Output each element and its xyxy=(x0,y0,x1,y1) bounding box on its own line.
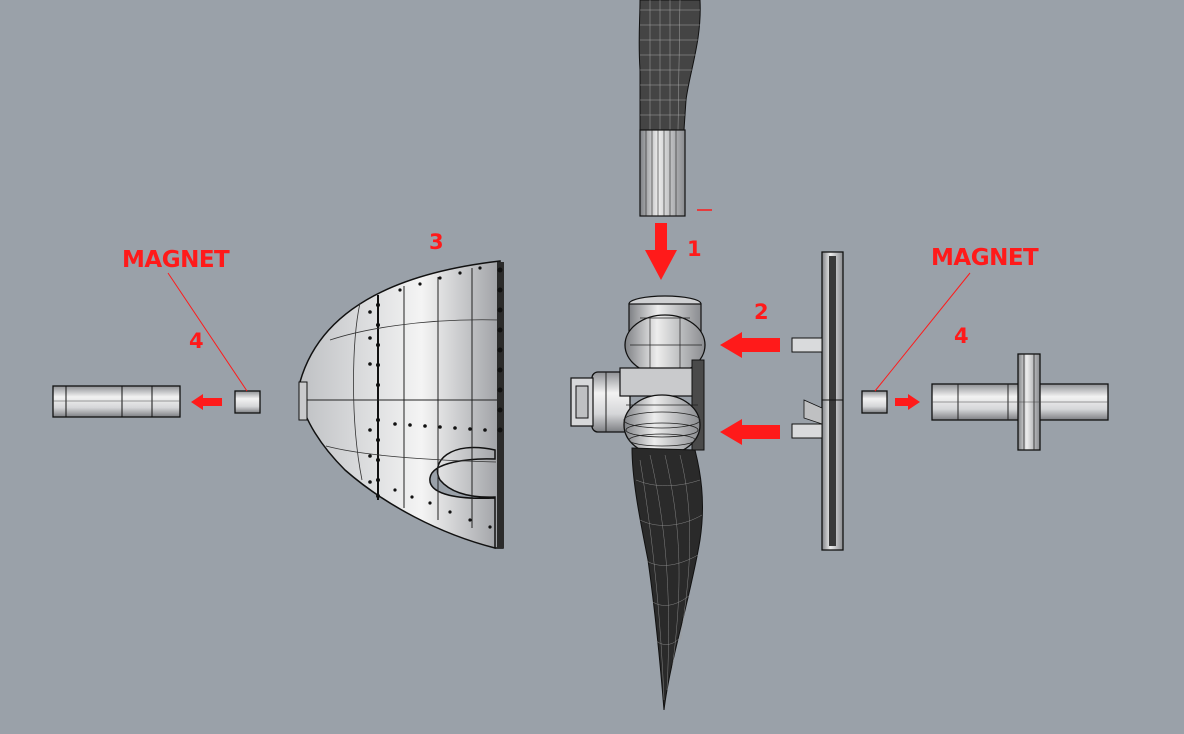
step-3-label: 3 xyxy=(429,230,444,254)
step-4-right-label: 4 xyxy=(954,324,969,348)
step-1-label: 1 xyxy=(687,237,702,261)
magnet-left-leader xyxy=(167,272,248,392)
left-magnet xyxy=(234,390,261,414)
arrow-down xyxy=(645,223,677,280)
arrow-right-small xyxy=(895,394,920,410)
right-magnet xyxy=(861,390,888,414)
upper-blade xyxy=(638,0,712,217)
hub-assembly xyxy=(570,295,706,711)
step-4-left-label: 4 xyxy=(189,329,204,353)
arrow-left-upper xyxy=(720,332,780,358)
arrow-left-small xyxy=(191,394,222,410)
spinner-cone xyxy=(298,260,504,549)
step-2-label: 2 xyxy=(754,300,769,324)
right-shaft xyxy=(931,353,1109,451)
left-shaft xyxy=(52,385,181,418)
magnet-label-left: MAGNET xyxy=(122,247,230,273)
magnet-right-leader xyxy=(874,272,971,392)
magnet-label-right: MAGNET xyxy=(931,245,1039,271)
arrow-left-lower xyxy=(720,419,780,445)
backplate xyxy=(791,251,844,551)
